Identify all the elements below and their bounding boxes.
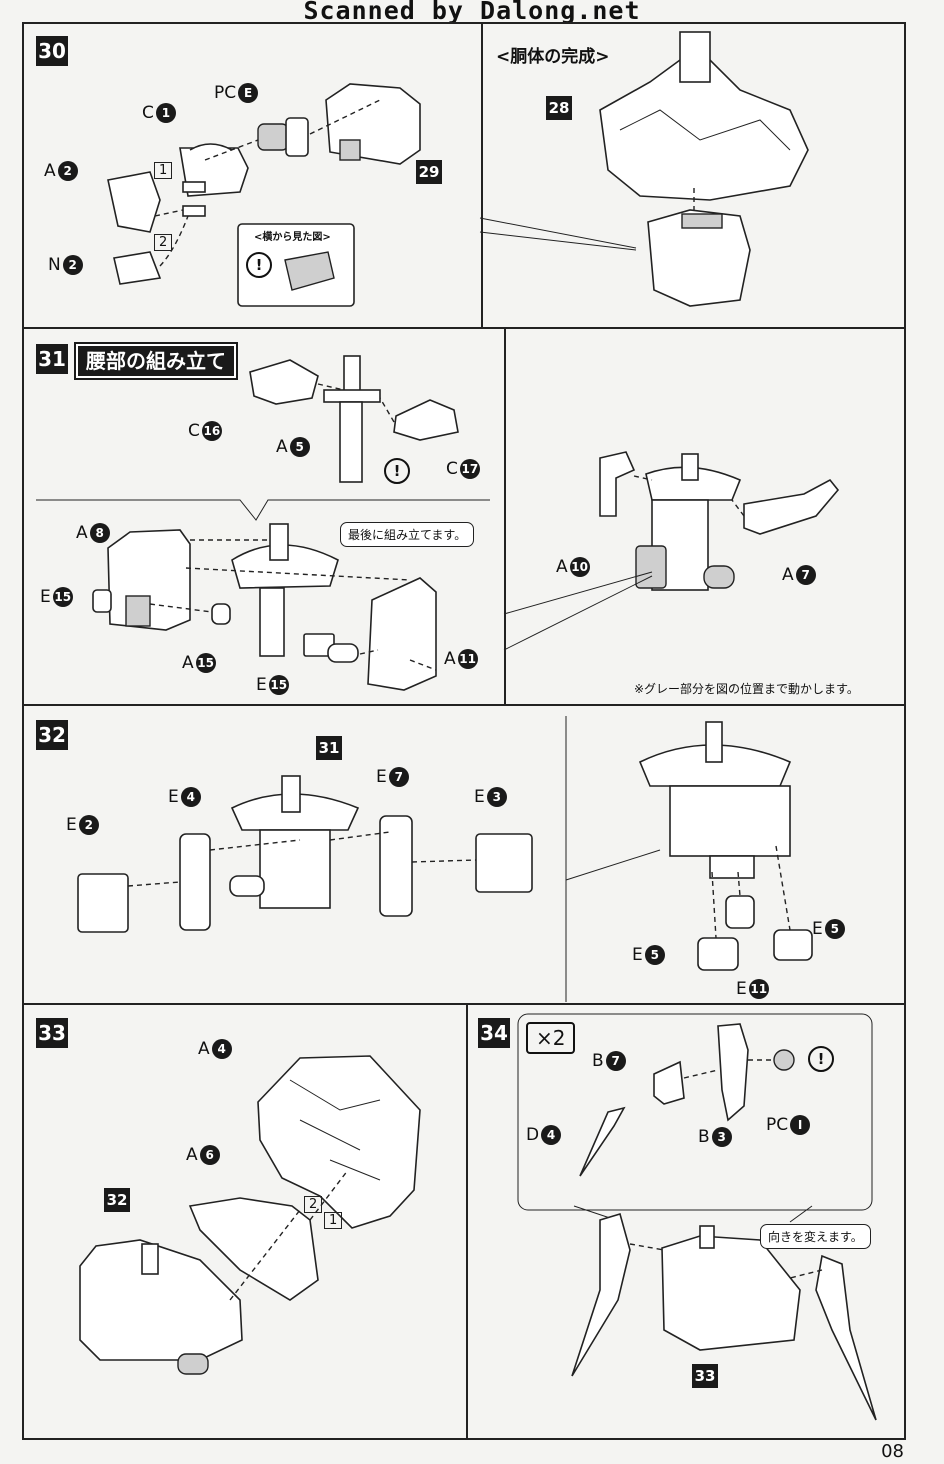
part-number-badge: 5 (289, 437, 310, 457)
step-33-number: 33 (36, 1018, 68, 1048)
gray-part-note: ※グレー部分を図の位置まで動かします。 (634, 682, 859, 696)
part-number-badge: 16 (201, 421, 222, 441)
watermark-text: Scanned by Dalong.net (303, 0, 641, 25)
order-marker-1: 1 (154, 162, 173, 179)
step-31-title: 腰部の組み立て (74, 342, 238, 380)
part-number-badge: 5 (644, 945, 665, 965)
ref-31: 31 (316, 736, 342, 760)
part-number-badge: 15 (268, 675, 289, 695)
part-number-badge: 1 (155, 103, 176, 123)
part-number-badge: 6 (199, 1145, 220, 1165)
part-number-badge: 15 (195, 653, 216, 673)
part-number-badge: 4 (211, 1039, 232, 1059)
step30-artwork (107, 83, 421, 307)
part-number-badge: 17 (459, 459, 480, 479)
part-number-badge: 11 (457, 649, 478, 669)
ref-32: 32 (104, 1188, 130, 1212)
part-number-badge: 7 (605, 1051, 626, 1071)
torso-complete-heading: <胴体の完成> (496, 47, 610, 67)
part-number-badge: 2 (78, 815, 99, 835)
ref-29: 29 (416, 160, 442, 184)
part-number-badge: 7 (795, 565, 816, 585)
part-number-badge: 11 (748, 979, 769, 999)
part-number-badge: 15 (52, 587, 73, 607)
order-marker-2: 2 (304, 1196, 323, 1213)
part-number-badge: 5 (824, 919, 845, 939)
divider-33-34 (466, 1004, 468, 1440)
ref-33: 33 (692, 1364, 718, 1388)
page-frame (22, 22, 906, 1440)
part-number-badge: 7 (388, 767, 409, 787)
part-number-badge: 4 (180, 787, 201, 807)
order-marker-2: 2 (154, 234, 173, 251)
step32-artwork (77, 716, 813, 1002)
step-32-number: 32 (36, 720, 68, 750)
assemble-last-bubble: 最後に組み立てます。 (340, 522, 475, 547)
step-30-number: 30 (36, 36, 68, 66)
step-31-number: 31 (36, 344, 68, 374)
divider-row3 (22, 1003, 906, 1005)
part-number-badge: 2 (62, 255, 83, 275)
torso-artwork (479, 31, 809, 307)
part-number-badge: 3 (711, 1127, 732, 1147)
part-number-badge: 3 (486, 787, 507, 807)
part-number-badge: 8 (89, 523, 110, 543)
order-marker-1: 1 (324, 1212, 343, 1229)
side-view-label: <横から見た図> (254, 232, 331, 243)
part-number-badge: E (238, 83, 259, 103)
divider-row2 (22, 704, 906, 706)
part-number-badge: I (790, 1115, 811, 1135)
caution-icon: ! (384, 458, 410, 484)
multiplier-badge: ×2 (526, 1022, 576, 1054)
step33-artwork (79, 1055, 421, 1375)
step34-artwork (517, 1013, 877, 1421)
change-direction-bubble: 向きを変えます。 (760, 1224, 871, 1249)
page-number: 08 (881, 1441, 904, 1462)
step-34-number: 34 (478, 1018, 510, 1048)
part-number-badge: 4 (541, 1125, 562, 1145)
divider-31-right (504, 328, 506, 705)
caution-icon: ! (246, 252, 272, 278)
step31-artwork (36, 355, 840, 691)
caution-icon: ! (808, 1046, 834, 1072)
ref-28: 28 (546, 96, 572, 120)
divider-row1 (22, 327, 906, 329)
divider-30-torso (481, 22, 483, 328)
part-number-badge: 10 (569, 557, 590, 577)
part-number-badge: 2 (57, 161, 78, 181)
